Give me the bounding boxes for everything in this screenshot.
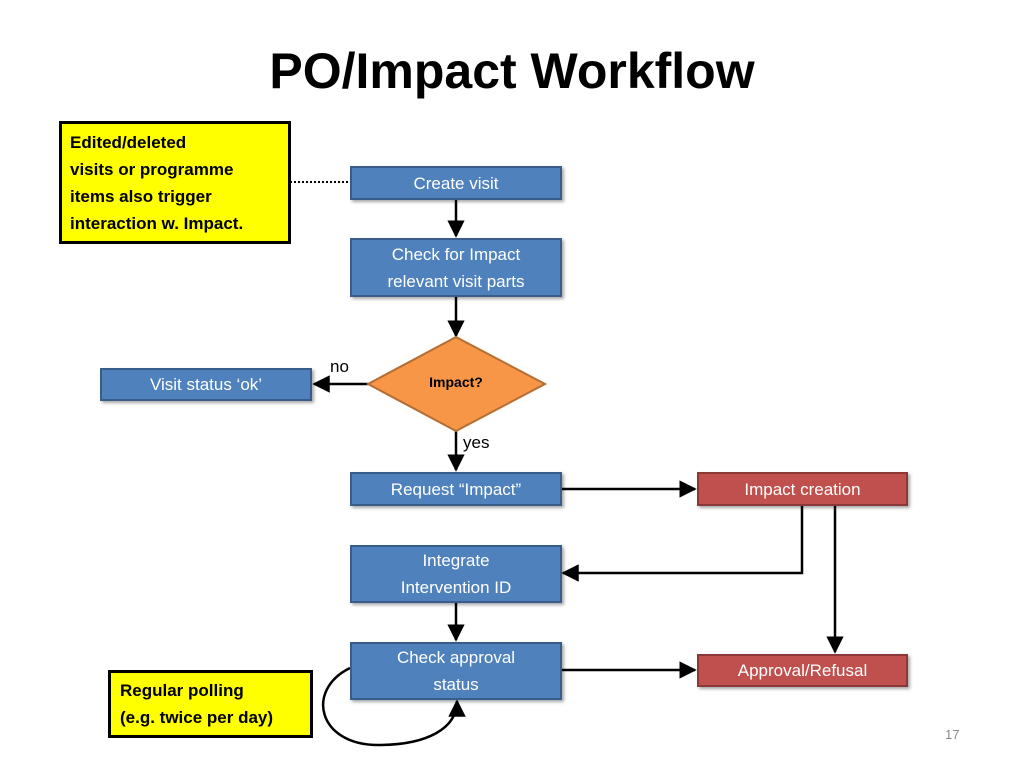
approval-refusal-label: Approval/Refusal	[737, 661, 868, 680]
impact-creation-label: Impact creation	[744, 479, 861, 499]
request-impact-box: Request “Impact”	[350, 472, 562, 506]
check-approval-label-line1: Check approval	[396, 648, 516, 667]
integrate-label-line2: Intervention ID	[400, 578, 512, 597]
visit-status-ok-box: Visit status ‘ok’	[100, 368, 312, 401]
check-impact-box: Check for Impact relevant visit parts	[350, 238, 562, 297]
note-line: (e.g. twice per day)	[120, 708, 274, 727]
approval-refusal-box: Approval/Refusal	[697, 654, 908, 687]
check-approval-label-line2: status	[433, 675, 479, 694]
page-number: 17	[945, 727, 960, 742]
regular-polling-note: Regular polling (e.g. twice per day)	[108, 670, 313, 738]
check-impact-label-line1: Check for Impact	[391, 244, 521, 264]
integrate-label-line1: Integrate	[422, 551, 490, 570]
impact-creation-box: Impact creation	[697, 472, 908, 506]
visit-status-ok-label: Visit status ‘ok’	[149, 375, 263, 394]
note-line: Regular polling	[120, 681, 244, 700]
edited-visits-note: Edited/deleted visits or programme items…	[59, 121, 291, 244]
check-approval-box: Check approval status	[350, 642, 562, 700]
decision-label: Impact?	[429, 374, 483, 390]
note-line: visits or programme	[70, 160, 234, 179]
decision-diamond	[365, 335, 548, 433]
note-line: items also trigger	[70, 187, 212, 206]
arrow-creation-to-integrate	[561, 506, 804, 582]
yes-label: yes	[463, 433, 490, 452]
create-visit-label: Create visit	[413, 173, 499, 193]
note-line: Edited/deleted	[70, 133, 187, 152]
slide-title: PO/Impact Workflow	[269, 43, 755, 99]
polling-loop-arrow	[321, 666, 466, 747]
check-impact-label-line2: relevant visit parts	[387, 271, 525, 291]
no-label: no	[330, 357, 349, 376]
note-line: interaction w. Impact.	[70, 214, 244, 233]
create-visit-box: Create visit	[350, 166, 562, 200]
integrate-intervention-box: Integrate Intervention ID	[350, 545, 562, 603]
request-impact-label: Request “Impact”	[390, 479, 522, 499]
